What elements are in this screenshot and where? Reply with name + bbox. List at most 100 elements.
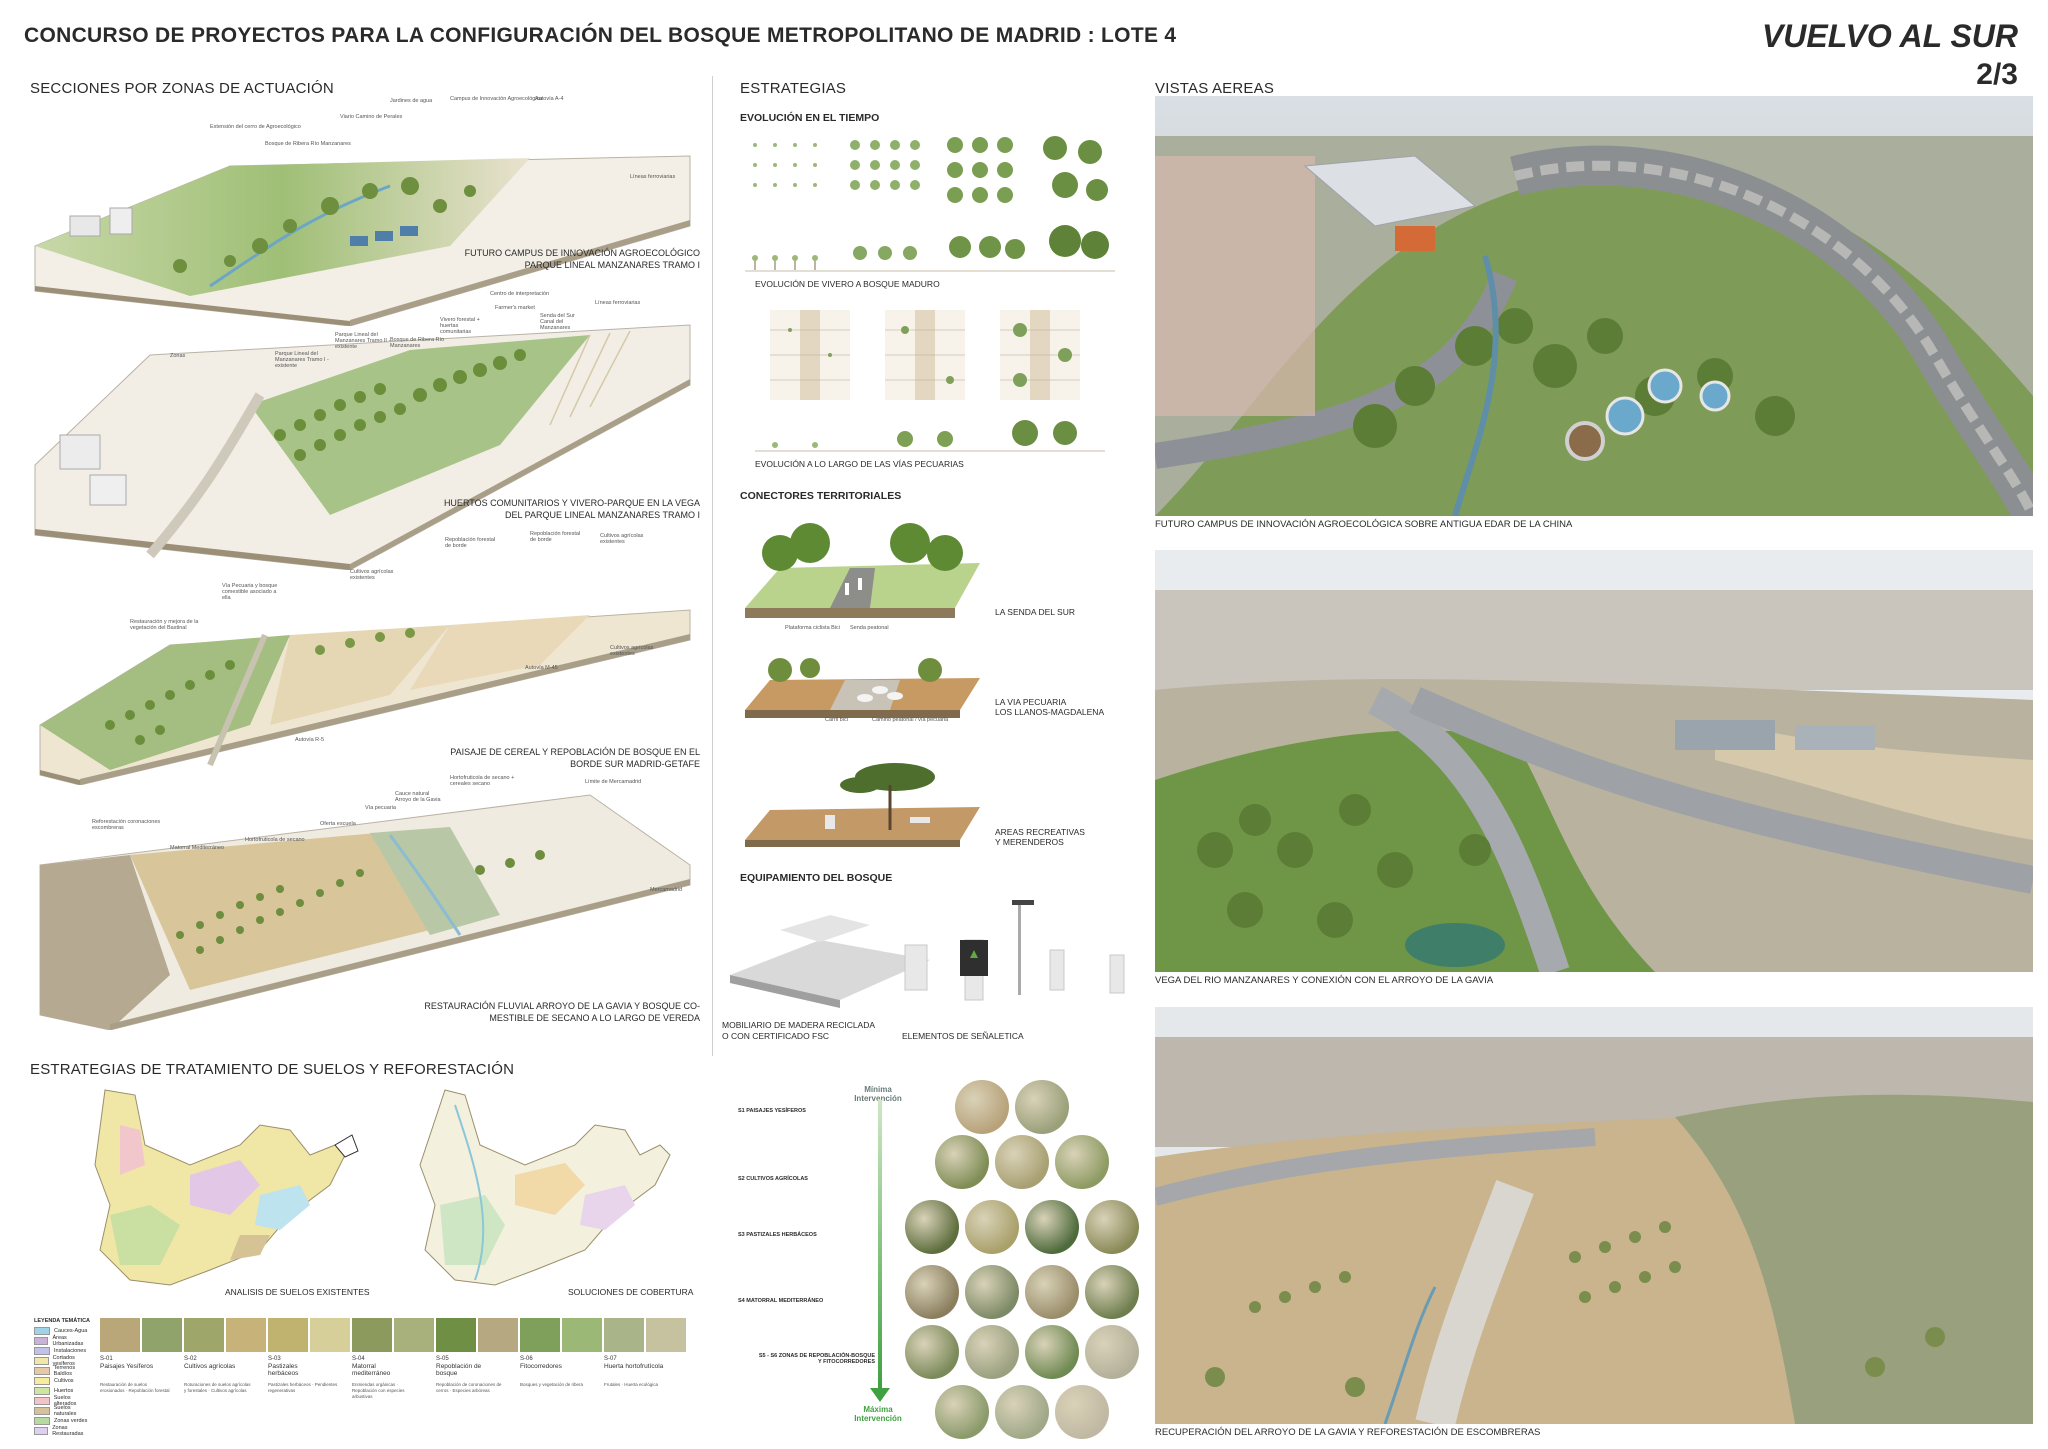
soil-legend-item: Instalaciones: [34, 1346, 94, 1356]
connector-recreativas-image: [740, 755, 985, 855]
soil-type-photo: [352, 1318, 392, 1352]
soil-legend-swatch: [34, 1407, 50, 1415]
soil-sample-photo: [965, 1200, 1019, 1254]
section-4-label: Hortofruticola de secano: [245, 837, 305, 843]
soil-type-photo: [604, 1318, 644, 1352]
soil-sample-photo: [955, 1080, 1009, 1134]
zone-label-s5-line2: Y FITOCORREDORES: [818, 1359, 875, 1365]
connector-via-pecuaria-drawing: [745, 658, 980, 718]
evolution-caption-2: EVOLUCIÓN A LO LARGO DE LAS VÍAS PECUARI…: [755, 459, 964, 469]
section-2-caption-line1: HUERTOS COMUNITARIOS Y VIVERO-PARQUE EN …: [443, 498, 700, 508]
aerial-view-3: [1155, 1007, 2033, 1424]
intervention-min-label: Mínima Intervención: [854, 1085, 902, 1103]
soil-type-name: Repoblación de bosque: [436, 1363, 482, 1377]
soil-type-photo: [562, 1318, 602, 1352]
intervention-arrow-shaft: [878, 1100, 882, 1390]
soil-coverage-map: [385, 1085, 685, 1295]
section-4-caption-line1: RESTAURACIÓN FLUVIAL ARROYO DE LA GAVIA …: [424, 1001, 700, 1011]
soil-legend-item: Zonas Restauradas: [34, 1425, 94, 1437]
connector-via-pecuaria-label: LA VIA PECUARIA LOS LLANOS-MAGDALENA: [995, 697, 1104, 717]
connector-senda-sur-drawing: [745, 523, 980, 618]
soil-coverage-caption: SOLUCIONES DE COBERTURA: [568, 1287, 694, 1297]
soil-type-photo: [100, 1318, 140, 1352]
soil-legend-label: Áreas Urbanizadas: [52, 1335, 84, 1347]
section-3-label: Vía Pecuaria y bosque comestible asociad…: [222, 583, 278, 601]
livestock-route-plans: [770, 300, 1110, 410]
soil-type-photo: [184, 1318, 224, 1352]
soil-sample-photo: [1055, 1385, 1109, 1439]
connector-2-line1: LA VIA PECUARIA: [995, 697, 1067, 707]
livestock-route-profiles: [755, 415, 1105, 455]
evolution-tree-profiles-drawing: [745, 225, 1115, 272]
soil-sample-photo: [965, 1265, 1019, 1319]
section-3-label: Repoblación forestal de borde: [445, 537, 496, 549]
soil-legend-swatch: [34, 1377, 50, 1385]
soil-legend-label: Terrenos Baldíos: [53, 1365, 76, 1377]
soil-sample-photo: [1025, 1265, 1079, 1319]
soil-sample-photo: [995, 1135, 1049, 1189]
section-1-caption-line1: FUTURO CAMPUS DE INNOVACIÓN AGROECOLÓGIC…: [464, 248, 700, 258]
section-4-label: Vía pecuaria: [365, 805, 396, 811]
section-2-label: Vivero forestal + huertas comunitarias: [440, 317, 480, 335]
connector-recreativas-drawing: [745, 763, 980, 847]
section-3-caption-line2: BORDE SUR MADRID-GETAFE: [570, 759, 700, 769]
soil-analysis-caption: ANALISIS DE SUELOS EXISTENTES: [225, 1287, 370, 1297]
section-2-caption-line2: DEL PARQUE LINEAL MANZANARES TRAMO I: [504, 510, 700, 520]
section-3-label: Autovía M-45: [525, 665, 558, 671]
board-title: CONCURSO DE PROYECTOS PARA LA CONFIGURAC…: [24, 24, 1177, 47]
soil-type-photo: [268, 1318, 308, 1352]
section-4-caption-line2: MESTIBLE DE SECANO A LO LARGO DE VEREDA: [489, 1013, 700, 1023]
section-2-label: Zonas: [170, 353, 186, 359]
livestock-route-plans-drawing: [770, 310, 1080, 400]
section-3-caption: PAISAJE DE CEREAL Y REPOBLACIÓN DE BOSQU…: [300, 746, 700, 770]
soil-legend-item: Suelos alterados: [34, 1395, 94, 1407]
equipment-caption-1: MOBILIARIO DE MADERA RECICLADA O CON CER…: [722, 1020, 875, 1042]
soil-type-name: Matorral mediterráneo: [352, 1363, 391, 1377]
aerial-view-1: [1155, 96, 2033, 516]
soil-legend-item: Suelos naturales: [34, 1405, 94, 1417]
soil-type-notes: Restauración de suelos erosionados · Rep…: [100, 1382, 170, 1393]
soil-type-photo: [478, 1318, 518, 1352]
evolution-heading: EVOLUCIÓN EN EL TIEMPO: [740, 112, 880, 124]
section-1-label: Jardines de agua: [390, 98, 433, 104]
equipment-caption-1-line2: O CON CERTIFICADO FSC: [722, 1031, 830, 1041]
connector-senda-sur-image: [740, 508, 985, 623]
aerial-caption-3: RECUPERACIÓN DEL ARROYO DE LA GAVIA Y RE…: [1155, 1427, 1541, 1438]
soil-analysis-map: [90, 1085, 360, 1295]
connector-recreativas-label: AREAS RECREATIVAS Y MERENDEROS: [995, 827, 1085, 847]
livestock-route-profiles-drawing: [755, 420, 1105, 452]
soil-type-notes: Repoblación de coronaciones de cerros · …: [436, 1382, 502, 1393]
soil-type-name: Cultivos agrícolas: [184, 1363, 236, 1370]
soil-legend-label: Suelos alterados: [53, 1395, 77, 1407]
soil-legend-item: Zonas verdes: [34, 1416, 94, 1426]
section-4-label: Hortofruticola de secano + cereales seca…: [450, 775, 515, 787]
section-4-label: Reforestación coronaciones escombreras: [92, 819, 161, 831]
soil-type-photo: [646, 1318, 686, 1352]
soil-legend-swatch: [34, 1397, 50, 1405]
soil-type-notes: Bosques y vegetación de ribera: [520, 1382, 584, 1387]
page-number: 2/3: [1976, 58, 2018, 91]
zone-label-s5-line1: S5 - S6 ZONAS DE REPOBLACIÓN-BOSQUE: [758, 1353, 875, 1359]
soil-type-code: S-05: [436, 1356, 449, 1362]
zone-label-s3: S3 PASTIZALES HERBÁCEOS: [738, 1232, 817, 1238]
soil-analysis-map-drawing: [94, 1089, 359, 1286]
soil-type-name: Paisajes Yesíferos: [100, 1363, 154, 1370]
section-2-label: Parque Lineal del Manzanares Tramo I - e…: [275, 351, 329, 369]
section-block-1: Extensión del cerro de Agroecológico Bos…: [30, 96, 700, 327]
section-1-drawing: [34, 155, 691, 327]
section-3-label: Repoblación forestal de borde: [530, 531, 581, 543]
soil-legend-swatch: [34, 1417, 50, 1425]
soil-legend-label: Zonas Restauradas: [52, 1425, 84, 1437]
soil-sample-photo: [965, 1325, 1019, 1379]
connector-1-line1: LA SENDA DEL SUR: [995, 607, 1075, 617]
soil-type-name: Fitocorredores: [520, 1363, 562, 1370]
soil-type-code: S-07: [604, 1356, 617, 1362]
soil-legend-item: Cauces-Agua: [34, 1326, 94, 1336]
soil-legend-label: Huertos: [54, 1388, 74, 1394]
strategies-heading: ESTRATEGIAS: [740, 80, 847, 97]
